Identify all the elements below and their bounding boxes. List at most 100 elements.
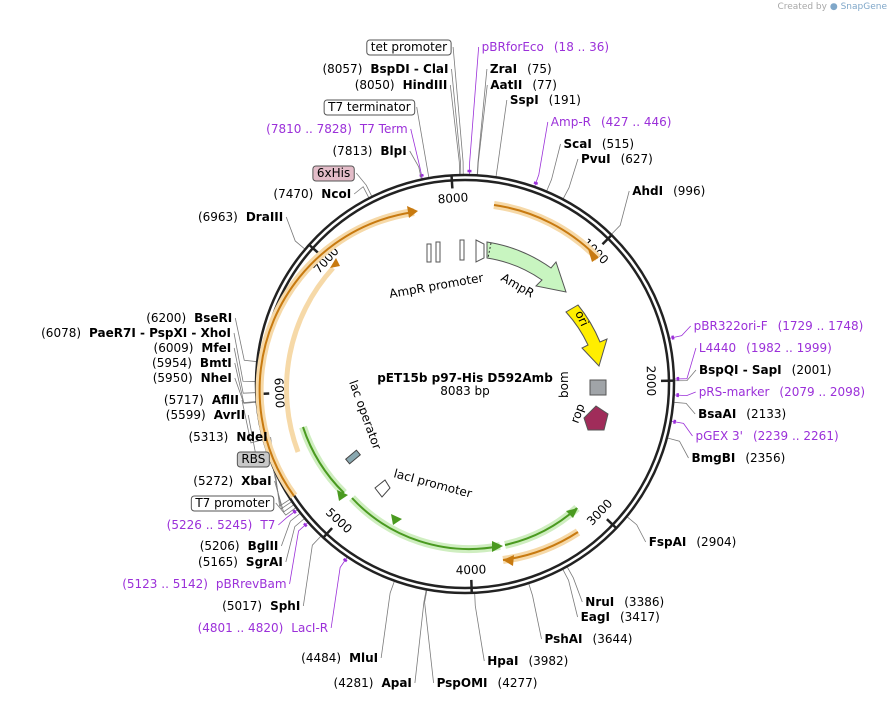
- site-label-22[interactable]: SgrAI(5165): [198, 555, 283, 569]
- site-label-44[interactable]: NruI(3386): [585, 595, 664, 609]
- leader-line: [452, 46, 464, 175]
- primer-name: pBRforEco: [482, 40, 544, 54]
- site-position: (3644): [593, 632, 633, 646]
- site-label-38[interactable]: BspQI - SapI(2001): [699, 363, 832, 377]
- site-position: (5950): [153, 371, 193, 385]
- snapgene-watermark: Created by ● SnapGene: [777, 2, 887, 12]
- tick-mark: [307, 243, 320, 255]
- leader-line: [474, 593, 485, 662]
- site-label-8[interactable]: DraIII(6963): [198, 210, 283, 224]
- site-label-2[interactable]: HindIII(8050): [355, 78, 448, 92]
- leader-line: [674, 401, 696, 415]
- lac-operator-label: lac operator: [346, 378, 384, 451]
- site-label-48[interactable]: PspOMI(4277): [437, 676, 538, 690]
- leader-line: [451, 68, 462, 175]
- feature-name: RBS: [241, 452, 265, 466]
- leader-line: [611, 190, 630, 235]
- primer-site-mark: [303, 522, 308, 528]
- site-label-41[interactable]: pGEX 3' (2239 .. 2261): [695, 429, 838, 443]
- site-label-26[interactable]: MluI(4484): [301, 651, 378, 665]
- site-label-11[interactable]: MfeI(6009): [154, 341, 232, 355]
- bom-label: bom: [557, 371, 571, 398]
- site-position: (5599): [166, 408, 206, 422]
- site-label-6[interactable]: 6xHis: [312, 165, 355, 182]
- site-label-1[interactable]: BspDI - ClaI(8057): [322, 62, 448, 76]
- site-label-0[interactable]: tet promoter: [366, 39, 452, 56]
- site-label-4[interactable]: T7 Term(7810 .. 7828): [266, 122, 408, 136]
- ampr-promoter-marks: [426, 239, 485, 263]
- site-label-34[interactable]: PvuI(627): [581, 152, 653, 166]
- leader-line: [495, 99, 508, 177]
- leader-line: [355, 172, 372, 197]
- leader-line: [353, 186, 370, 198]
- tick-mark: [601, 233, 614, 246]
- leader-line: [416, 106, 430, 178]
- site-position: (3417): [620, 610, 660, 624]
- primer-site-mark: [671, 335, 675, 340]
- site-position: (18 .. 36): [554, 40, 609, 54]
- site-label-10[interactable]: PaeR7I - PspXI - XhoI(6078): [41, 326, 231, 340]
- site-label-14[interactable]: AflII(5717): [164, 393, 239, 407]
- site-label-36[interactable]: pBR322ori-F(1729 .. 1748): [694, 319, 864, 333]
- leader-line: [627, 516, 647, 543]
- site-position: (5954): [152, 356, 192, 370]
- site-label-42[interactable]: BmgBI(2356): [692, 451, 786, 465]
- plasmid-length: 8083 bp: [440, 384, 490, 398]
- site-position: (1982 .. 1999): [746, 341, 832, 355]
- site-label-33[interactable]: ScaI (515): [564, 137, 635, 151]
- ampr-promoter-label: AmpR promoter: [388, 271, 484, 301]
- site-label-19[interactable]: T7 promoter: [190, 495, 275, 512]
- enzyme-name: AatII: [490, 78, 522, 92]
- site-label-20[interactable]: T7(5226 .. 5245): [167, 518, 276, 532]
- site-label-3[interactable]: T7 terminator: [323, 99, 416, 116]
- site-label-47[interactable]: HpaI(3982): [487, 654, 568, 668]
- feature-name: tet promoter: [371, 40, 447, 54]
- enzyme-name: NruI: [585, 595, 614, 609]
- site-label-31[interactable]: SspI(191): [510, 93, 581, 107]
- leader-line: [330, 557, 348, 629]
- feature-label-box: [366, 39, 452, 56]
- tick-label: 8000: [437, 190, 468, 206]
- enzyme-name: BmgBI: [692, 451, 736, 465]
- site-label-17[interactable]: RBS: [236, 451, 270, 468]
- site-position: (2079 .. 2098): [779, 385, 865, 399]
- site-label-15[interactable]: AvrII(5599): [166, 408, 245, 422]
- enzyme-name: ScaI: [564, 137, 592, 151]
- leader-line: [414, 590, 427, 684]
- site-label-27[interactable]: ApaI(4281): [334, 676, 412, 690]
- site-label-40[interactable]: BsaAI(2133): [698, 407, 786, 421]
- site-label-23[interactable]: pBRrevBam(5123 .. 5142): [122, 577, 286, 591]
- site-label-29[interactable]: ZraI(75): [490, 62, 552, 76]
- primer-site-mark: [342, 557, 348, 563]
- arrowhead-icon: [503, 555, 514, 566]
- site-label-35[interactable]: AhdI(996): [632, 184, 705, 198]
- site-label-37[interactable]: L4440(1982 .. 1999): [699, 341, 832, 355]
- site-label-5[interactable]: BlpI(7813): [333, 144, 407, 158]
- site-position: (2239 .. 2261): [753, 429, 839, 443]
- enzyme-name: MluI: [349, 651, 378, 665]
- site-label-13[interactable]: NheI(5950): [153, 371, 232, 385]
- primer-name: pBR322ori-F: [694, 319, 768, 333]
- site-label-32[interactable]: Amp-R(427 .. 446): [551, 115, 672, 129]
- site-label-12[interactable]: BmtI(5954): [152, 356, 232, 370]
- site-label-25[interactable]: LacI-R(4801 .. 4820): [198, 621, 329, 635]
- site-label-28[interactable]: pBRforEco (18 .. 36): [482, 40, 609, 54]
- site-label-7[interactable]: NcoI(7470): [273, 187, 351, 201]
- tick-label: 2000: [644, 366, 658, 397]
- site-label-43[interactable]: FspAI(2904): [649, 535, 737, 549]
- site-label-21[interactable]: BglII(5206): [200, 539, 279, 553]
- rop-feature-arrow: [583, 405, 609, 431]
- primer-name: Amp-R: [551, 115, 591, 129]
- leader-line: [289, 522, 308, 585]
- site-position: (515): [602, 137, 634, 151]
- site-label-9[interactable]: BseRI(6200): [146, 311, 232, 325]
- site-label-24[interactable]: SphI(5017): [222, 599, 300, 613]
- site-label-16[interactable]: NdeI(5313): [188, 430, 267, 444]
- site-label-18[interactable]: XbaI(5272): [193, 474, 271, 488]
- site-label-39[interactable]: pRS-marker(2079 .. 2098): [699, 385, 865, 399]
- site-label-30[interactable]: AatII(77): [490, 78, 557, 92]
- site-label-46[interactable]: PshAI(3644): [545, 632, 633, 646]
- primer-name: pGEX 3': [695, 429, 742, 443]
- site-label-45[interactable]: EagI(3417): [581, 610, 660, 624]
